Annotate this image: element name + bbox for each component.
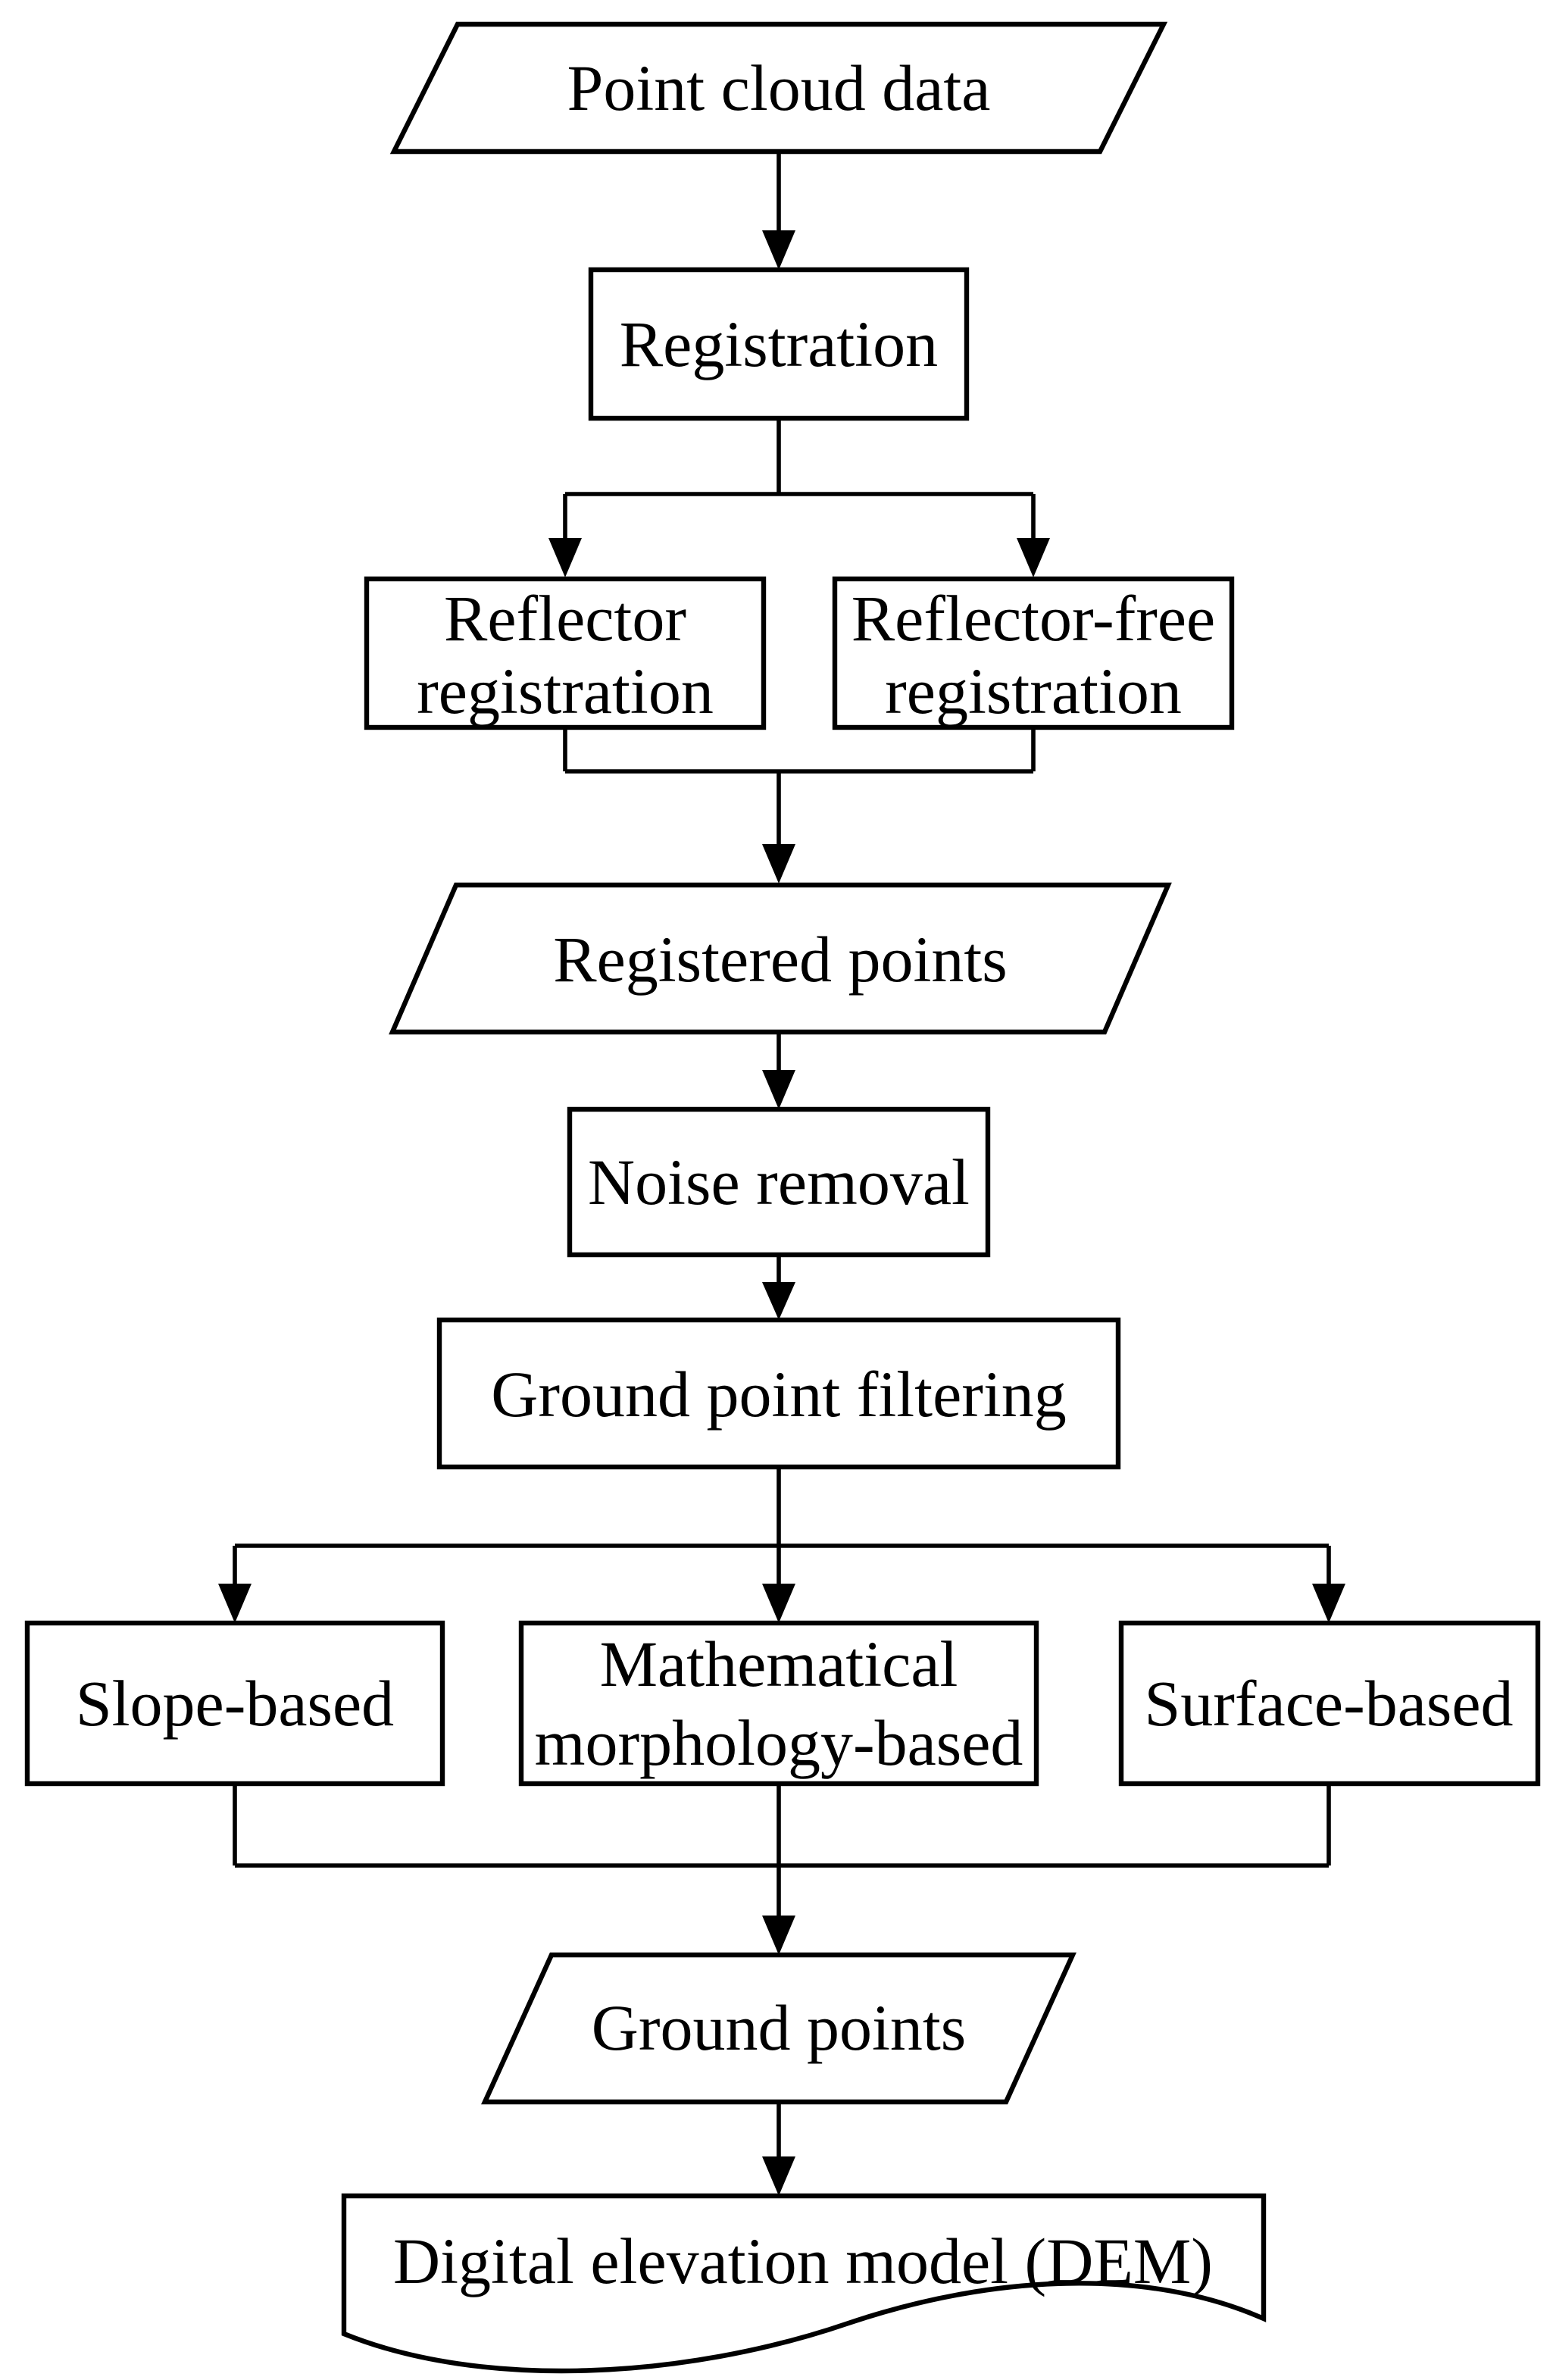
edge-registration-merge	[563, 727, 1036, 884]
arrowhead-down-icon	[762, 1282, 795, 1320]
node-label-surface-based: Surface-based	[1144, 1667, 1513, 1740]
node-label-mathematical-morphology-line1: Mathematical	[600, 1628, 958, 1700]
edge-line	[563, 418, 1036, 538]
node-label-mathematical-morphology-line2: morphology-based	[535, 1706, 1023, 1779]
node-slope-based: Slope-based	[24, 1620, 445, 1787]
document-shape	[341, 2193, 1267, 2374]
node-ground-point-filtering: Ground point filtering	[436, 1317, 1121, 1470]
arrowhead-down-icon	[762, 1070, 795, 1109]
arrowhead-down-icon	[218, 1584, 252, 1623]
arrowhead-down-icon	[762, 2156, 795, 2196]
rectangle-shape	[24, 1620, 445, 1787]
rectangle-shape	[436, 1317, 1121, 1470]
rectangle-shape	[567, 1106, 991, 1258]
edge-groundpoints-to-dem	[762, 2102, 795, 2196]
arrowhead-down-icon	[548, 538, 582, 577]
node-point-cloud-data: Point cloud data	[389, 21, 1168, 155]
node-label-registration: Registration	[620, 308, 938, 380]
node-label-slope-based: Slope-based	[76, 1667, 394, 1740]
arrowhead-down-icon	[1017, 538, 1050, 577]
parallelogram-shape	[389, 882, 1172, 1035]
parallelogram-shape	[481, 1952, 1076, 2105]
node-label-noise-removal: Noise removal	[588, 1146, 970, 1218]
edge-line	[233, 1784, 1331, 1916]
arrowhead-down-icon	[762, 1584, 795, 1623]
node-label-reflector-free-registration-line1: Reflector-free	[851, 582, 1215, 655]
edge-registeredpoints-to-noiseremoval	[762, 1032, 795, 1109]
edge-pointcloud-to-registration	[762, 152, 795, 270]
edge-noiseremoval-to-filtering	[762, 1255, 795, 1320]
edge-registration-split	[548, 418, 1050, 577]
arrowhead-down-icon	[762, 230, 795, 270]
arrowhead-down-icon	[1312, 1584, 1345, 1623]
node-noise-removal: Noise removal	[567, 1106, 991, 1258]
rectangle-shape	[364, 576, 767, 730]
node-reflector-free-registration: Reflector-free registration	[832, 576, 1235, 730]
arrowhead-down-icon	[762, 1916, 795, 1955]
edge-filtering-split	[218, 1467, 1345, 1623]
node-reflector-registration: Reflector registration	[364, 576, 767, 730]
node-label-reflector-registration-line1: Reflector	[444, 582, 686, 655]
node-registered-points: Registered points	[389, 882, 1172, 1035]
node-surface-based: Surface-based	[1118, 1620, 1541, 1787]
node-label-registered-points: Registered points	[553, 923, 1008, 996]
rectangle-shape	[832, 576, 1235, 730]
edge-line	[563, 727, 1036, 844]
node-ground-points: Ground points	[481, 1952, 1076, 2105]
edge-methods-merge	[233, 1784, 1331, 1955]
node-label-reflector-free-registration-line2: registration	[885, 655, 1182, 727]
parallelogram-shape	[389, 21, 1168, 155]
node-label-ground-points: Ground points	[592, 1991, 967, 2064]
node-dem: Digital elevation model (DEM)	[341, 2193, 1267, 2374]
edge-line	[233, 1467, 1331, 1584]
node-label-ground-point-filtering: Ground point filtering	[491, 1358, 1067, 1431]
node-label-reflector-registration-line2: registration	[417, 655, 714, 727]
node-label-point-cloud-data: Point cloud data	[567, 52, 991, 124]
node-label-dem: Digital elevation model (DEM)	[393, 2225, 1213, 2297]
node-registration: Registration	[588, 267, 970, 421]
arrowhead-down-icon	[762, 844, 795, 884]
rectangle-shape	[1118, 1620, 1541, 1787]
node-mathematical-morphology-based: Mathematical morphology-based	[518, 1620, 1039, 1787]
rectangle-shape	[518, 1620, 1039, 1787]
rectangle-shape	[588, 267, 970, 421]
